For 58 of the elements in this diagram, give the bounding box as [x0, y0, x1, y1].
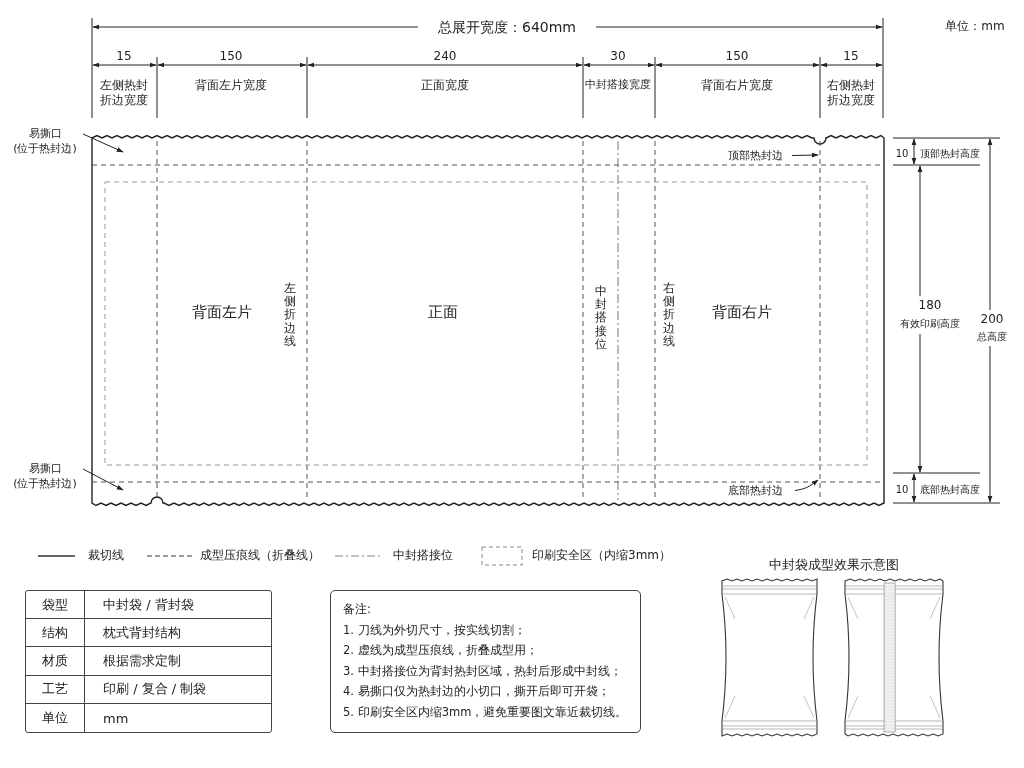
dimension-label: 背面左片宽度: [195, 77, 267, 93]
callout-label: 顶部热封边: [728, 148, 794, 163]
dimension-value: 30: [610, 49, 626, 65]
table-cell: 中封袋 / 背封袋: [85, 591, 271, 620]
dimension-label: 左侧热封折边宽度: [99, 78, 149, 108]
table-cell: 材质: [26, 647, 85, 676]
dimension-value: 180: [918, 298, 942, 314]
legend-label: 中封搭接位: [393, 548, 453, 564]
note-item: 5. 印刷安全区内缩3mm，避免重要图文靠近裁切线。: [343, 703, 628, 721]
dimension-label: 中封搭接宽度: [585, 77, 651, 93]
dimension-label: 背面右片宽度: [701, 77, 773, 93]
dimension-value: 15: [843, 49, 859, 65]
figure-caption: 中封袋成型效果示意图: [769, 556, 899, 574]
callout-label: 易撕口 (位于热封边): [8, 126, 82, 156]
fold-line-label: 左侧折边线: [284, 282, 296, 348]
note-item: 4. 易撕口仅为热封边的小切口，撕开后即可开袋；: [343, 683, 611, 700]
table-cell: 印刷 / 复合 / 制袋: [85, 675, 271, 704]
fold-line-label: 右侧折边线: [663, 282, 675, 348]
legend-label: 裁切线: [88, 548, 124, 564]
dimension-label: 有效印刷高度: [900, 316, 960, 330]
dimension-value: 150: [725, 49, 749, 65]
legend-label: 印刷安全区（内缩3mm）: [532, 548, 671, 564]
note-item: 3. 中封搭接位为背封热封区域，热封后形成中封线；: [343, 662, 623, 680]
note-item: 1. 刀线为外切尺寸，按实线切割；: [343, 621, 527, 639]
dimension-value: 200: [980, 312, 1004, 328]
table-cell: 枕式背封结构: [85, 619, 271, 648]
unit-note: 单位：mm: [945, 19, 1005, 35]
table-cell: 根据需求定制: [85, 647, 271, 676]
leader-arrow: [794, 479, 819, 491]
callout-label: 底部热封边: [728, 483, 794, 498]
leader-arrow: [791, 152, 819, 158]
total-width-label: 总展开宽度：640mm: [438, 17, 576, 37]
fold-line-label: 中封搭接位: [595, 285, 607, 351]
table-cell: 结构: [26, 619, 85, 648]
panel-label: 背面左片: [192, 303, 252, 323]
leader-arrow: [82, 468, 124, 491]
dimension-value: 15: [116, 49, 132, 65]
dimension-label: 底部热封高度: [920, 482, 980, 496]
legend-label: 成型压痕线（折叠线）: [200, 548, 320, 564]
callout-label: 易撕口 (位于热封边): [8, 461, 82, 491]
dimension-label: 正面宽度: [421, 77, 469, 93]
dimension-value: 10: [895, 146, 909, 160]
dimension-value: 10: [895, 482, 909, 496]
table-cell: 单位: [26, 703, 85, 732]
notes-heading: 备注:: [343, 601, 372, 618]
dimension-label: 右侧热封折边宽度: [826, 78, 876, 108]
table-cell-text: mm: [102, 709, 130, 728]
leader-arrow: [82, 133, 124, 153]
table-cell: 工艺: [26, 675, 85, 704]
dimension-value: 150: [219, 49, 243, 65]
panel-label: 背面右片: [712, 303, 772, 323]
dimension-value: 240: [433, 49, 457, 65]
notes-panel: [330, 590, 641, 733]
note-item: 2. 虚线为成型压痕线，折叠成型用；: [343, 642, 539, 659]
dimension-label: 顶部热封高度: [920, 146, 980, 160]
table-cell: 袋型: [26, 591, 85, 620]
panel-label: 正面: [428, 303, 458, 323]
dimension-label: 总高度: [977, 329, 1007, 343]
